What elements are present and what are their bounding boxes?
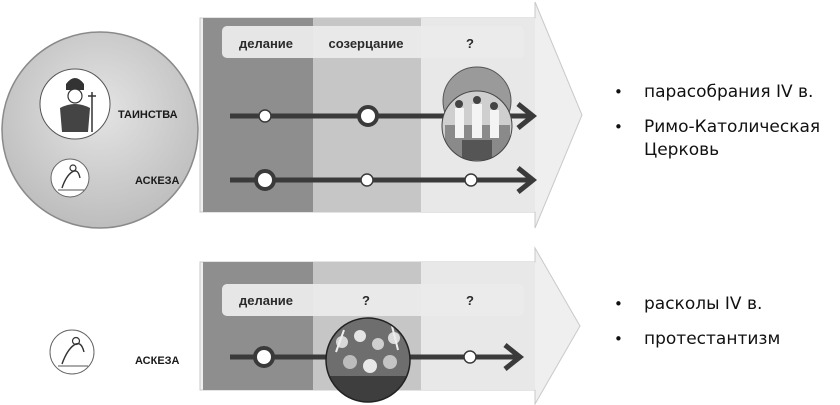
crowd-photo-icon <box>325 317 411 403</box>
top-stage-label-3: ? <box>466 36 474 51</box>
top-row1-node-2 <box>357 105 379 127</box>
bottom-stage-label-3: ? <box>466 293 474 308</box>
bottom-right-list: расколы IV в. протестантизм <box>614 293 836 351</box>
top-stage-label-1: делание <box>239 36 293 51</box>
list-item: протестантизм <box>614 328 836 351</box>
bottom-stage-header <box>222 284 524 316</box>
list-item: расколы IV в. <box>614 293 836 316</box>
saint-icon <box>39 68 111 140</box>
top-row2-node-1 <box>254 169 276 191</box>
ascetic-icon-top <box>50 158 90 198</box>
sacraments-ascesis-circle <box>1 31 199 229</box>
bottom-panel: делание ? ? <box>49 246 581 405</box>
top-right-list: парасобрания IV в. Римо-Католическая Цер… <box>614 81 836 162</box>
bottom-row-node-3 <box>463 350 477 364</box>
top-row-ascesis-line <box>230 166 538 194</box>
top-panel: делание созерцание ? <box>1 1 583 229</box>
top-stage-label-2: созерцание <box>329 36 404 51</box>
top-row2-node-2 <box>360 173 374 187</box>
list-item: Римо-Католическая Церковь <box>614 116 836 162</box>
ascetic-icon-bottom <box>49 329 95 375</box>
top-row2-node-3 <box>464 173 478 187</box>
top-stage-header <box>222 26 524 58</box>
bottom-stage-label-1: делание <box>239 293 293 308</box>
bottom-stage-3-band <box>421 262 535 390</box>
bottom-stage-1-band <box>203 262 313 390</box>
bottom-stage-label-2: ? <box>362 293 370 308</box>
bottom-row-node-1 <box>253 346 275 368</box>
list-item: парасобрания IV в. <box>614 81 836 104</box>
ascesis-label-top: АСКЕЗА <box>135 175 180 187</box>
ascesis-label-bottom: АСКЕЗА <box>135 355 180 367</box>
top-row1-node-1 <box>258 109 272 123</box>
sacraments-label: ТАИНСТВА <box>118 109 178 121</box>
